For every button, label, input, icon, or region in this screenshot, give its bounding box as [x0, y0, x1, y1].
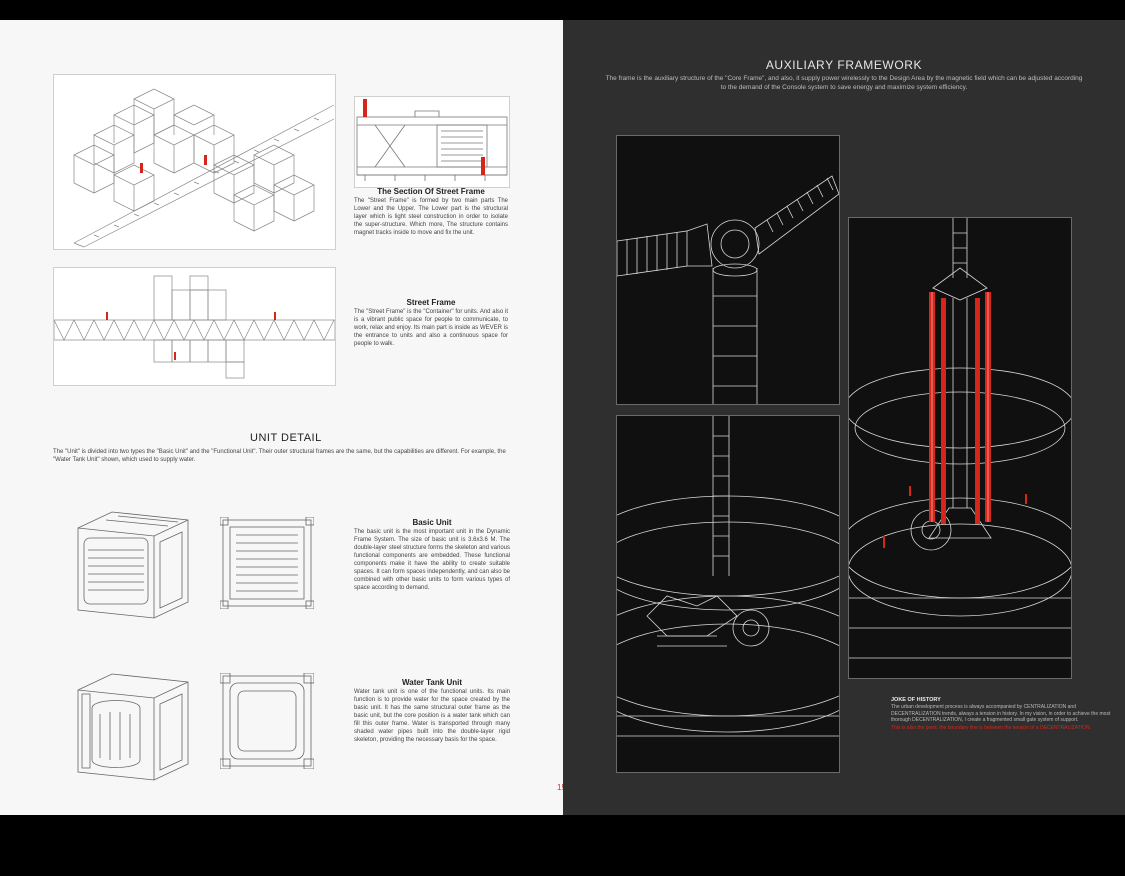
basic-unit-isometric — [70, 506, 195, 622]
auxiliary-framework-desc: The frame is the auxiliary structure of … — [605, 75, 1083, 91]
street-frame-section-drawing — [354, 96, 510, 188]
magazine-spread: The Section Of Street Frame The "Street … — [0, 20, 1125, 815]
basic-unit-plan — [220, 517, 314, 609]
note-title: JOKE OF HISTORY — [891, 697, 941, 703]
page-number: 15 — [557, 783, 566, 792]
street-frame-elevation-drawing — [53, 267, 336, 386]
note-red: This is also the point, the boundary lin… — [891, 725, 1092, 731]
section-street-title: The Section Of Street Frame — [377, 187, 485, 196]
unit-detail-desc: The "Unit" is divided into two types the… — [53, 449, 506, 463]
base-ring-drawing — [616, 415, 840, 773]
connection-detail-drawing — [616, 135, 840, 405]
water-tank-unit-isometric — [70, 668, 195, 784]
water-tank-unit-title: Water Tank Unit — [401, 678, 462, 687]
water-tank-unit-body: Water tank unit is one of the functional… — [354, 689, 510, 743]
red-support-columns — [883, 292, 1027, 548]
basic-unit-title: Basic Unit — [412, 518, 452, 527]
section-street-body: The "Street Frame" is formed by two main… — [354, 198, 508, 236]
isometric-street-drawing — [53, 74, 336, 250]
right-page: AUXILIARY FRAMEWORK The frame is the aux… — [563, 20, 1125, 815]
unit-detail-title: UNIT DETAIL — [250, 432, 322, 444]
core-column-drawing — [848, 217, 1072, 679]
left-page: The Section Of Street Frame The "Street … — [0, 20, 566, 815]
note-body: The urban development process is always … — [891, 704, 1111, 723]
water-tank-unit-plan — [220, 673, 314, 769]
auxiliary-framework-title: AUXILIARY FRAMEWORK — [765, 58, 923, 72]
street-frame-title: Street Frame — [406, 298, 456, 307]
street-frame-body: The "Street Frame" is the "Container" fo… — [354, 309, 508, 347]
basic-unit-body: The basic unit is the most important uni… — [354, 529, 510, 591]
